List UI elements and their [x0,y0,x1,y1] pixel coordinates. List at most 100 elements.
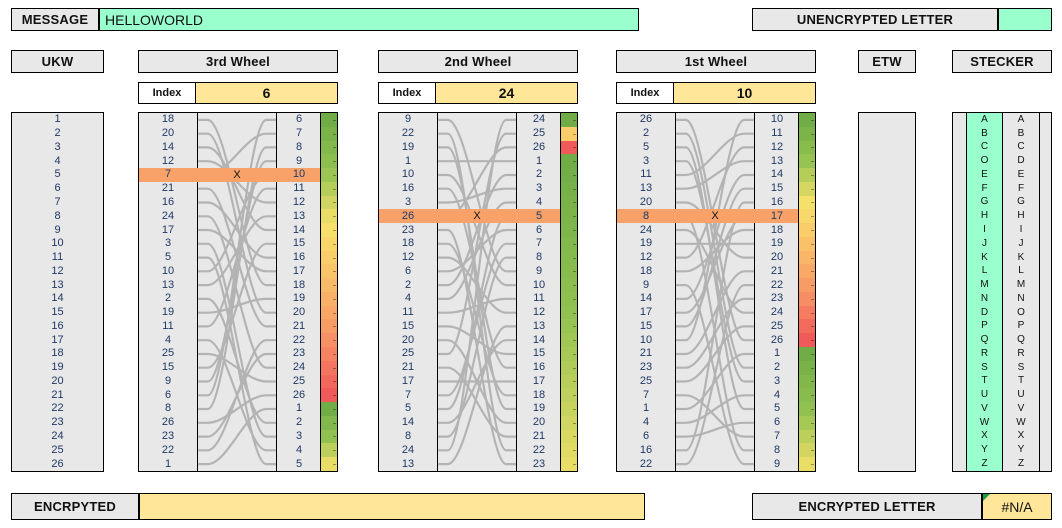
w3-left-cell: 20 [161,127,175,140]
w2-right-cell: 1 [535,154,543,167]
stecker-plug-cell: U [980,389,989,401]
w1-gradient-segment [799,113,815,127]
stecker-alphabet-cell: U [1017,389,1025,401]
w2-gradient-segment [561,181,577,196]
index-value-wheel3[interactable]: 6 [196,82,338,104]
w2-gradient-segment [561,113,577,127]
stecker-plug-cell: B [981,127,988,139]
ukw-cell: 22 [51,402,64,415]
encrypted-label: ENCRPYTED [11,493,139,520]
wire-path [438,339,516,424]
stecker-alphabet-cell: W [1016,416,1026,428]
w3-right-cell: 14 [292,223,306,236]
message-input[interactable]: HELLOWORLD [99,8,639,31]
w3-left-cell: 8 [164,402,172,415]
w1-gradient-segment [799,347,815,361]
ukw-cell: 11 [51,251,64,264]
wire-path [438,173,516,287]
w3-active-marker: X [233,168,241,181]
index-label-wheel3: Index [138,82,196,104]
w2-left-cell: 5 [404,402,412,415]
w1-gradient-segment [799,443,815,458]
w2-gradient-segment [561,305,577,320]
w1-active-marker: X [711,210,719,223]
w3-gradient-segment [321,402,337,416]
w2-right-cell: 23 [532,457,546,470]
w3-left-cell: 24 [161,209,175,222]
w3-left-cell: 17 [161,223,175,236]
w3-right-cell: 6 [295,113,303,126]
w2-right-cell: 12 [532,306,546,319]
stecker-plug-cell: C [980,141,989,153]
wire-path [198,297,276,424]
w2-left-cell: 26 [401,209,415,222]
stecker-plug-cell: V [981,402,988,414]
w3-gradient-segment [321,415,337,430]
w3-gradient-segment [321,181,337,196]
stecker-alphabet-cell: O [1017,306,1025,318]
w1-left-cell: 20 [639,195,653,208]
w3-left-cell: 18 [161,113,175,126]
wire-path [198,146,276,411]
w2-left-cell: 18 [401,237,415,250]
w3-right-cell: 9 [295,154,303,167]
w3-gradient-segment [321,236,337,251]
wire-path [198,242,276,369]
index-value-wheel1[interactable]: 10 [674,82,816,104]
w1-left-cell: 23 [639,361,653,374]
w1-right-cell: 24 [770,306,784,319]
message-label: MESSAGE [11,8,99,31]
wire-path [438,325,516,356]
index-value-wheel2[interactable]: 24 [436,82,578,104]
w1-right-cell: 12 [770,140,784,153]
index-label-wheel1: Index [616,82,674,104]
wire-path [676,146,754,411]
wire-path [198,118,276,397]
index-row-wheel3: Index 6 [138,82,338,104]
w1-right-cell: 17 [770,209,784,222]
w2-left-cell: 20 [401,333,415,346]
wire-path [198,339,276,452]
w2-left-cell: 25 [401,347,415,360]
w3-gradient-segment [321,168,337,182]
encrypted-letter-text: #N/A [1001,498,1033,515]
w3-right-cell: 5 [295,457,303,470]
stecker-plug-cell: R [980,347,989,359]
stecker-plug-cell: W [979,416,990,428]
w2-right-cell: 11 [533,292,545,305]
w1-right-cell: 25 [770,319,784,332]
w1-gradient-segment [799,223,815,237]
w2-right-cell: 2 [535,168,543,181]
w2-left-cell: 17 [401,374,415,387]
wire-path [676,173,754,300]
w3-left-cell: 10 [161,264,175,277]
w2-right-cell: 22 [532,443,546,456]
wire-path [438,118,516,452]
stecker-plug-cell: H [980,210,989,222]
ukw-cell: 6 [54,182,61,195]
wire-path [198,201,276,259]
ukw-cell: 26 [51,457,64,470]
w3-gradient-segment [321,209,337,224]
wire-path [676,201,754,452]
stecker-alphabet-cell: K [1017,251,1025,263]
wire-path [676,352,754,411]
w3-right-cell: 15 [292,237,306,250]
w2-left-cell: 15 [401,319,415,332]
w3-gradient-segment [321,429,337,444]
w3-right-cell: 1 [295,402,303,415]
w1-gradient-segment [799,264,815,279]
w1-gradient-segment [799,250,815,265]
section-title-stecker: STECKER [952,50,1052,73]
ukw-cell: 9 [54,223,61,236]
w3-right-cell: 10 [292,168,306,181]
w1-left-cell: 3 [642,154,650,167]
index-row-wheel1: Index 10 [616,82,816,104]
w1-left-cell: 12 [639,251,653,264]
